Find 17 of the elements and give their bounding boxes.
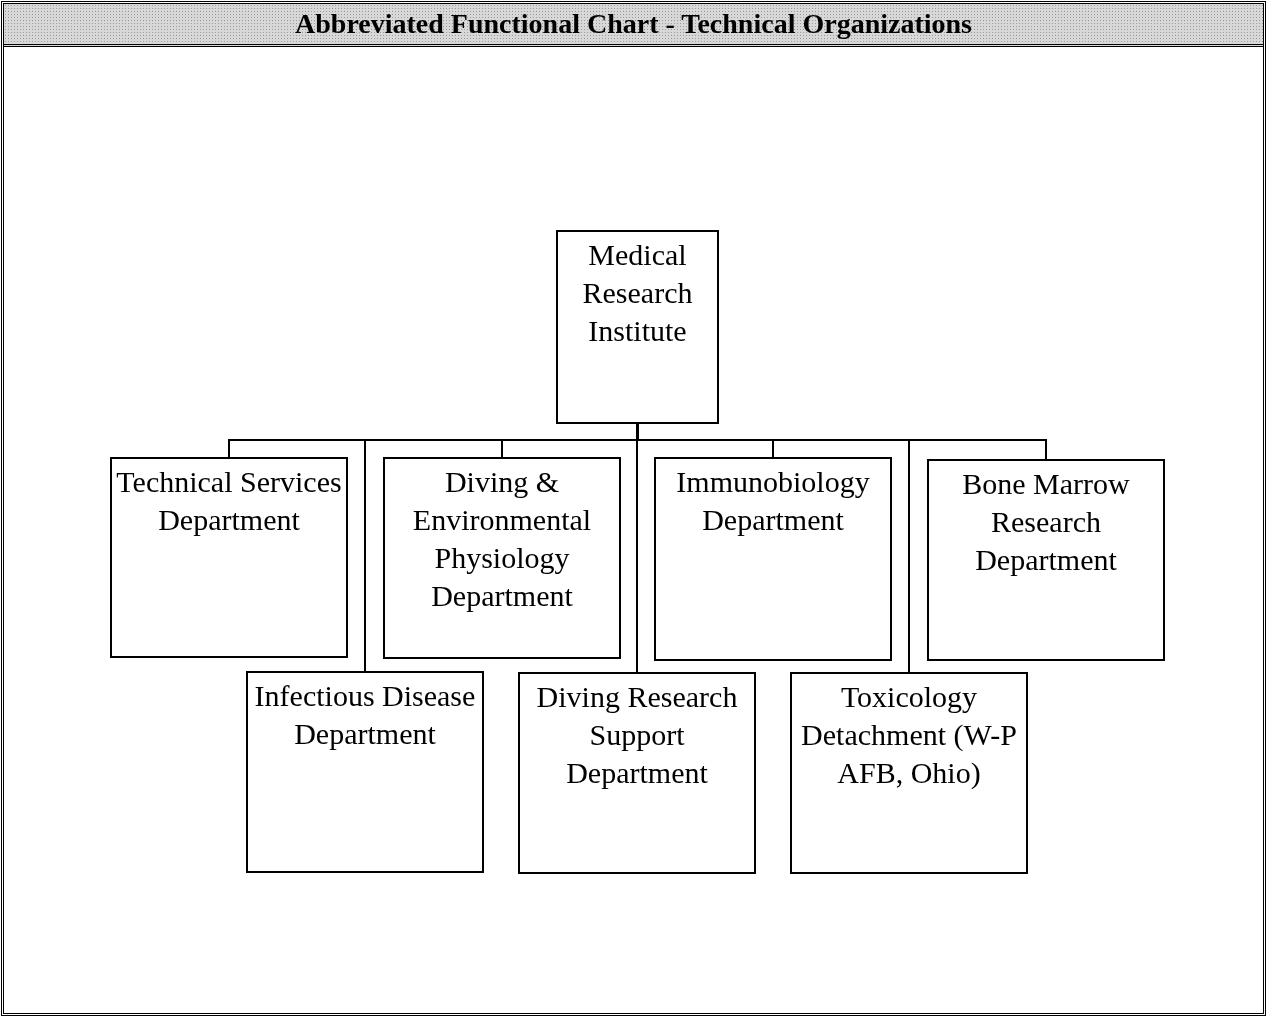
department-name: Diving Research Support Department [535, 679, 739, 791]
department-box [790, 672, 1028, 874]
department-name: Infectious Disease Department [253, 678, 477, 752]
department-name: Toxicology Detachment (W-P AFB, Ohio) [800, 679, 1018, 791]
department-name: Diving & Environmental Physiology Department [411, 464, 593, 614]
department-name: Medical Research Institute [581, 237, 694, 349]
department-box [518, 672, 756, 874]
department-box [927, 459, 1165, 661]
chart-title: Abbreviated Functional Chart - Technical Organizations [295, 8, 972, 40]
department-name: Bone Marrow Research Department [961, 466, 1131, 578]
department-box [110, 457, 348, 658]
department-name: Technical Services Department [115, 464, 343, 538]
department-box [246, 671, 484, 873]
department-box [556, 230, 719, 424]
department-name: Immunobiology Department [675, 464, 871, 538]
department-box [654, 457, 892, 661]
department-box [383, 457, 621, 659]
